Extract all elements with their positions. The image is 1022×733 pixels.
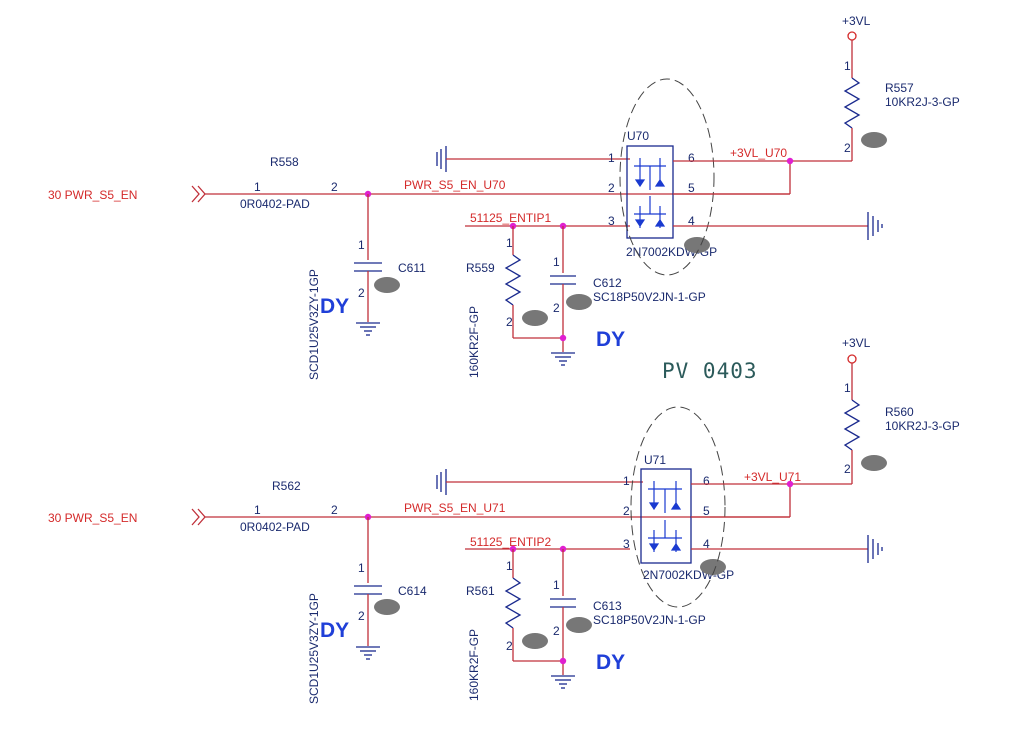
pwr-rail-label: +3VL [842, 14, 871, 28]
upper-circuit: 30 PWR_S5_EN R558 1 2 0R0402-PAD PWR_S5_… [48, 14, 960, 380]
r562-ref: R562 [272, 479, 301, 493]
net-label-3vl-u70: +3VL_U70 [730, 146, 787, 160]
svg-text:2: 2 [623, 504, 630, 518]
mosfet-icon [648, 481, 682, 552]
svg-text:2: 2 [506, 639, 513, 653]
u71-ref: U71 [644, 453, 666, 467]
dy-marker: DY [320, 295, 349, 318]
ground-symbol-left [436, 469, 447, 495]
c612-ref: C612 [593, 276, 622, 290]
r557-value: 10KR2J-3-GP [885, 95, 960, 109]
u70-package [626, 145, 674, 239]
svg-text:6: 6 [688, 151, 695, 165]
lower-circuit: 30 PWR_S5_EN R562 1 2 0R0402-PAD PWR_S5_… [48, 336, 960, 704]
power-rail-icon [847, 31, 857, 41]
svg-text:6: 6 [703, 474, 710, 488]
svg-text:1: 1 [358, 561, 365, 575]
c613-value: SC18P50V2JN-1-GP [593, 613, 706, 627]
c611-value: SCD1U25V3ZY-1GP [307, 269, 321, 380]
svg-text:2: 2 [844, 141, 851, 155]
svg-text:1: 1 [254, 503, 261, 517]
net-label-pwr-s5-en-lower: 30 PWR_S5_EN [48, 511, 137, 525]
r561-ref: R561 [466, 584, 495, 598]
svg-text:1: 1 [844, 381, 851, 395]
svg-text:2: 2 [358, 286, 365, 300]
ground-symbol [551, 352, 575, 366]
svg-text:1: 1 [844, 59, 851, 73]
svg-text:1: 1 [553, 255, 560, 269]
ground-symbol [356, 646, 380, 660]
svg-text:DY: DY [596, 328, 625, 351]
u71-package [640, 468, 692, 564]
r562-value: 0R0402-PAD [240, 520, 310, 534]
svg-text:2: 2 [608, 181, 615, 195]
svg-text:1: 1 [358, 238, 365, 252]
offpage-connector-upper [191, 185, 200, 203]
dashed-outline [630, 406, 726, 608]
mosfet-icon [634, 158, 666, 228]
svg-text:5: 5 [703, 504, 710, 518]
svg-text:3: 3 [623, 537, 630, 551]
pwr-rail-label: +3VL [842, 336, 871, 350]
ground-symbol-left [436, 146, 447, 172]
svg-text:2: 2 [844, 462, 851, 476]
ground-symbol [551, 675, 575, 689]
u70-ref: U70 [627, 129, 649, 143]
revision-stamp: PV 0403 [662, 359, 758, 383]
net-label-entip2: 51125_ENTIP2 [470, 535, 551, 549]
r557-ref: R557 [885, 81, 914, 95]
r558-ref: R558 [270, 155, 299, 169]
net-label-3vl-u71: +3VL_U71 [744, 470, 801, 484]
c611-ref: C611 [398, 261, 426, 275]
svg-text:2: 2 [553, 624, 560, 638]
net-label-en-u70: PWR_S5_EN_U70 [404, 178, 506, 192]
ground-symbol-right [867, 535, 883, 563]
svg-text:1: 1 [506, 236, 513, 250]
c612-value: SC18P50V2JN-1-GP [593, 290, 706, 304]
svg-text:4: 4 [703, 537, 710, 551]
c613-ref: C613 [593, 599, 622, 613]
net-label-en-u71: PWR_S5_EN_U71 [404, 501, 506, 515]
svg-text:2: 2 [506, 315, 513, 329]
r558-value: 0R0402-PAD [240, 197, 310, 211]
svg-text:DY: DY [596, 651, 625, 674]
svg-text:3: 3 [608, 214, 615, 228]
net-label-entip1: 51125_ENTIP1 [470, 211, 551, 225]
svg-text:1: 1 [553, 578, 560, 592]
r559-value: 160KR2F-GP [467, 306, 481, 378]
svg-text:DY: DY [320, 619, 349, 642]
r558-pin1: 1 [254, 180, 261, 194]
c614-value: SCD1U25V3ZY-1GP [307, 593, 321, 704]
r561-body [504, 577, 522, 629]
r559-body [504, 254, 522, 306]
svg-text:5: 5 [688, 181, 695, 195]
dashed-outline [619, 78, 715, 276]
ground-symbol [356, 322, 380, 336]
offpage-connector-lower [191, 508, 200, 526]
r560-value: 10KR2J-3-GP [885, 419, 960, 433]
r560-ref: R560 [885, 405, 914, 419]
net-label-pwr-s5-en-upper: 30 PWR_S5_EN [48, 188, 137, 202]
r558-pin2: 2 [331, 180, 338, 194]
r559-ref: R559 [466, 261, 495, 275]
svg-text:1: 1 [623, 474, 630, 488]
r557-body [843, 77, 861, 129]
c614-ref: C614 [398, 584, 427, 598]
svg-text:2: 2 [358, 609, 365, 623]
svg-text:2: 2 [553, 301, 560, 315]
ground-symbol-right [867, 212, 883, 240]
power-rail-icon [847, 354, 857, 364]
svg-text:2: 2 [331, 503, 338, 517]
svg-text:1: 1 [608, 151, 615, 165]
svg-text:4: 4 [688, 214, 695, 228]
svg-text:1: 1 [506, 559, 513, 573]
r561-value: 160KR2F-GP [467, 629, 481, 701]
r560-body [843, 399, 861, 451]
